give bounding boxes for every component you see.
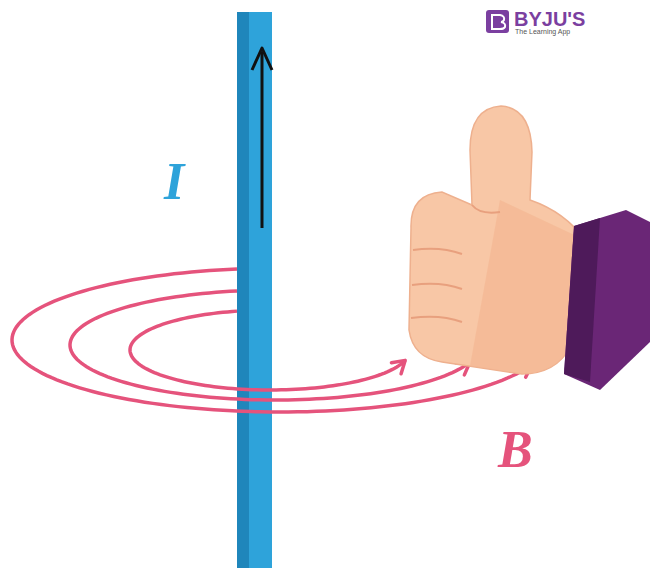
sleeve-cuff xyxy=(564,218,600,382)
logo-glyph xyxy=(492,15,505,29)
logo-icon xyxy=(486,10,509,33)
field-line xyxy=(130,311,405,390)
thumb-crease xyxy=(472,205,500,213)
finger-crease xyxy=(412,284,462,289)
current-arrow xyxy=(261,52,264,228)
sleeve xyxy=(564,210,650,390)
finger-crease xyxy=(413,249,462,254)
hand xyxy=(409,106,650,390)
logo-tagline: The Learning App xyxy=(515,28,570,35)
current-label: I xyxy=(164,152,184,211)
wire-shade xyxy=(237,12,249,568)
logo-text: BYJU'S xyxy=(514,8,585,31)
field-arrowhead xyxy=(391,360,405,373)
finger-crease xyxy=(411,317,462,322)
wire xyxy=(237,12,272,568)
current-arrowhead xyxy=(252,48,272,70)
field-label: B xyxy=(498,420,533,479)
hand-shape xyxy=(409,106,588,374)
